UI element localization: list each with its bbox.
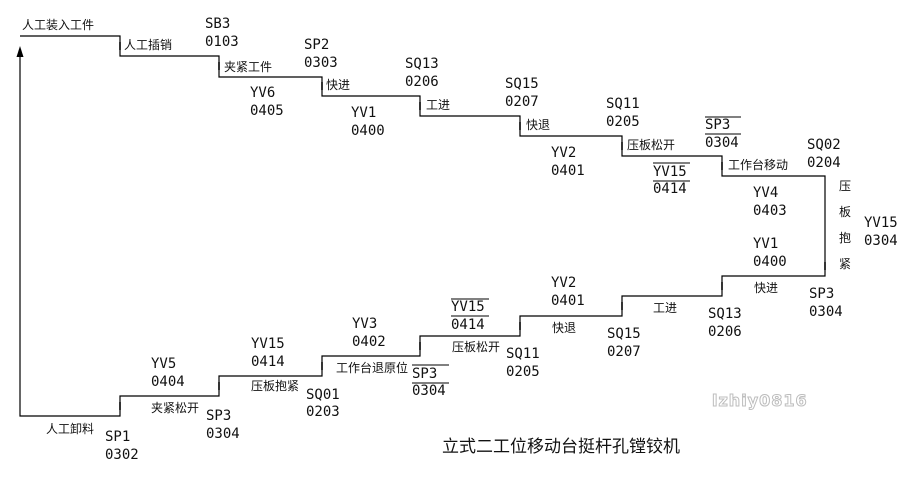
signal-sq01: SQ01 <box>306 387 340 403</box>
valve-yv1-b: YV1 <box>753 236 778 252</box>
valve-yv2-code: 0401 <box>551 163 585 179</box>
return-arrow <box>16 46 24 57</box>
watermark: lzhiy0816 <box>712 391 808 410</box>
signal-sp1: SP1 <box>105 429 130 445</box>
valve-yv15-negated: YV15 <box>653 164 687 180</box>
signal-sp2-code: 0303 <box>304 55 338 71</box>
valve-yv1-code: 0400 <box>351 123 385 139</box>
signal-sb3-code: 0103 <box>205 34 239 50</box>
signal-sq13-code: 0206 <box>405 74 439 90</box>
signal-sp3-b-code: 0304 <box>809 304 843 320</box>
signal-sq02: SQ02 <box>807 137 841 153</box>
valve-yv2-b: YV2 <box>551 275 576 291</box>
valve-yv15-c: YV15 <box>251 336 285 352</box>
valve-yv1-b-code: 0400 <box>753 254 787 270</box>
valve-yv6: YV6 <box>250 85 275 101</box>
signal-sq15-code: 0207 <box>505 94 539 110</box>
signal-sq11-b: SQ11 <box>506 346 540 362</box>
signal-sp1-code: 0302 <box>105 447 139 463</box>
step-label-unload: 人工卸料 <box>46 421 94 436</box>
sequence-path <box>19 35 826 417</box>
signal-sp3-c-code: 0304 <box>206 426 240 442</box>
signal-sq02-code: 0204 <box>807 155 841 171</box>
step-label-load: 人工装入工件 <box>22 18 94 32</box>
signal-sp3-code: 0304 <box>705 135 739 151</box>
step-label-work-feed-1: 工进 <box>426 98 450 112</box>
signal-sp3-negated-b-code: 0304 <box>412 383 446 399</box>
valve-yv15-code: 0414 <box>653 181 687 197</box>
step-label-unclamp: 夹紧松开 <box>151 401 199 415</box>
step-label-table-return: 工作台退原位 <box>336 360 408 375</box>
step-label-work-feed-2: 工进 <box>653 301 677 315</box>
step-label-fast-feed-2: 快进 <box>754 281 778 295</box>
step-label-release-1: 压板松开 <box>627 138 675 152</box>
valve-yv15-negated-b: YV15 <box>451 299 485 315</box>
diagram-title: 立式二工位移动台挺杆孔镗铰机 <box>442 437 680 457</box>
step-label-fast-return-2: 快退 <box>552 321 576 335</box>
valve-yv1: YV1 <box>351 105 376 121</box>
signal-sq15-b-code: 0207 <box>607 344 641 360</box>
valve-yv15-right-code: 0304 <box>864 233 898 249</box>
signal-sp3-c: SP3 <box>206 408 231 424</box>
valve-yv2-b-code: 0401 <box>551 293 585 309</box>
valve-yv3: YV3 <box>352 316 377 332</box>
signal-sp3-b: SP3 <box>809 286 834 302</box>
signal-sq15: SQ15 <box>505 76 539 92</box>
step-label-release-2: 压板松开 <box>452 340 500 354</box>
signal-sq11-code: 0205 <box>606 114 640 130</box>
step-label-press-clamp-2: 压板抱紧 <box>251 378 299 393</box>
step-label-table-move: 工作台移动 <box>728 157 788 172</box>
signal-sb3: SB3 <box>205 16 230 32</box>
valve-yv5-code: 0404 <box>151 374 185 390</box>
valve-yv15-c-code: 0414 <box>251 354 285 370</box>
signal-sp3-negated-b: SP3 <box>412 366 437 382</box>
signal-sq15-b: SQ15 <box>607 326 641 342</box>
valve-yv4-code: 0403 <box>753 203 787 219</box>
step-ticks <box>119 42 826 410</box>
signal-sq01-code: 0203 <box>306 404 340 420</box>
signal-sq13: SQ13 <box>405 56 439 72</box>
valve-yv15-right: YV15 <box>864 215 898 231</box>
step-label-insert-pin: 人工插销 <box>124 38 172 52</box>
valve-yv4: YV4 <box>753 185 778 201</box>
signal-sq13-b-code: 0206 <box>708 324 742 340</box>
signal-sq11-b-code: 0205 <box>506 364 540 380</box>
signal-sp3-negated: SP3 <box>705 117 730 133</box>
valve-yv5: YV5 <box>151 356 176 372</box>
signal-sp2: SP2 <box>304 37 329 53</box>
valve-yv6-code: 0405 <box>250 103 284 119</box>
step-label-fast-return-1: 快退 <box>526 118 550 132</box>
valve-yv15-negated-b-code: 0414 <box>451 317 485 333</box>
step-label-press-clamp-1: 压板抱紧 <box>839 179 851 271</box>
step-label-fast-feed-1: 快进 <box>326 78 350 92</box>
step-label-clamp: 夹紧工件 <box>224 60 272 74</box>
valve-yv3-code: 0402 <box>352 334 386 350</box>
signal-sq13-b: SQ13 <box>708 306 742 322</box>
valve-yv2: YV2 <box>551 145 576 161</box>
signal-sq11: SQ11 <box>606 96 640 112</box>
